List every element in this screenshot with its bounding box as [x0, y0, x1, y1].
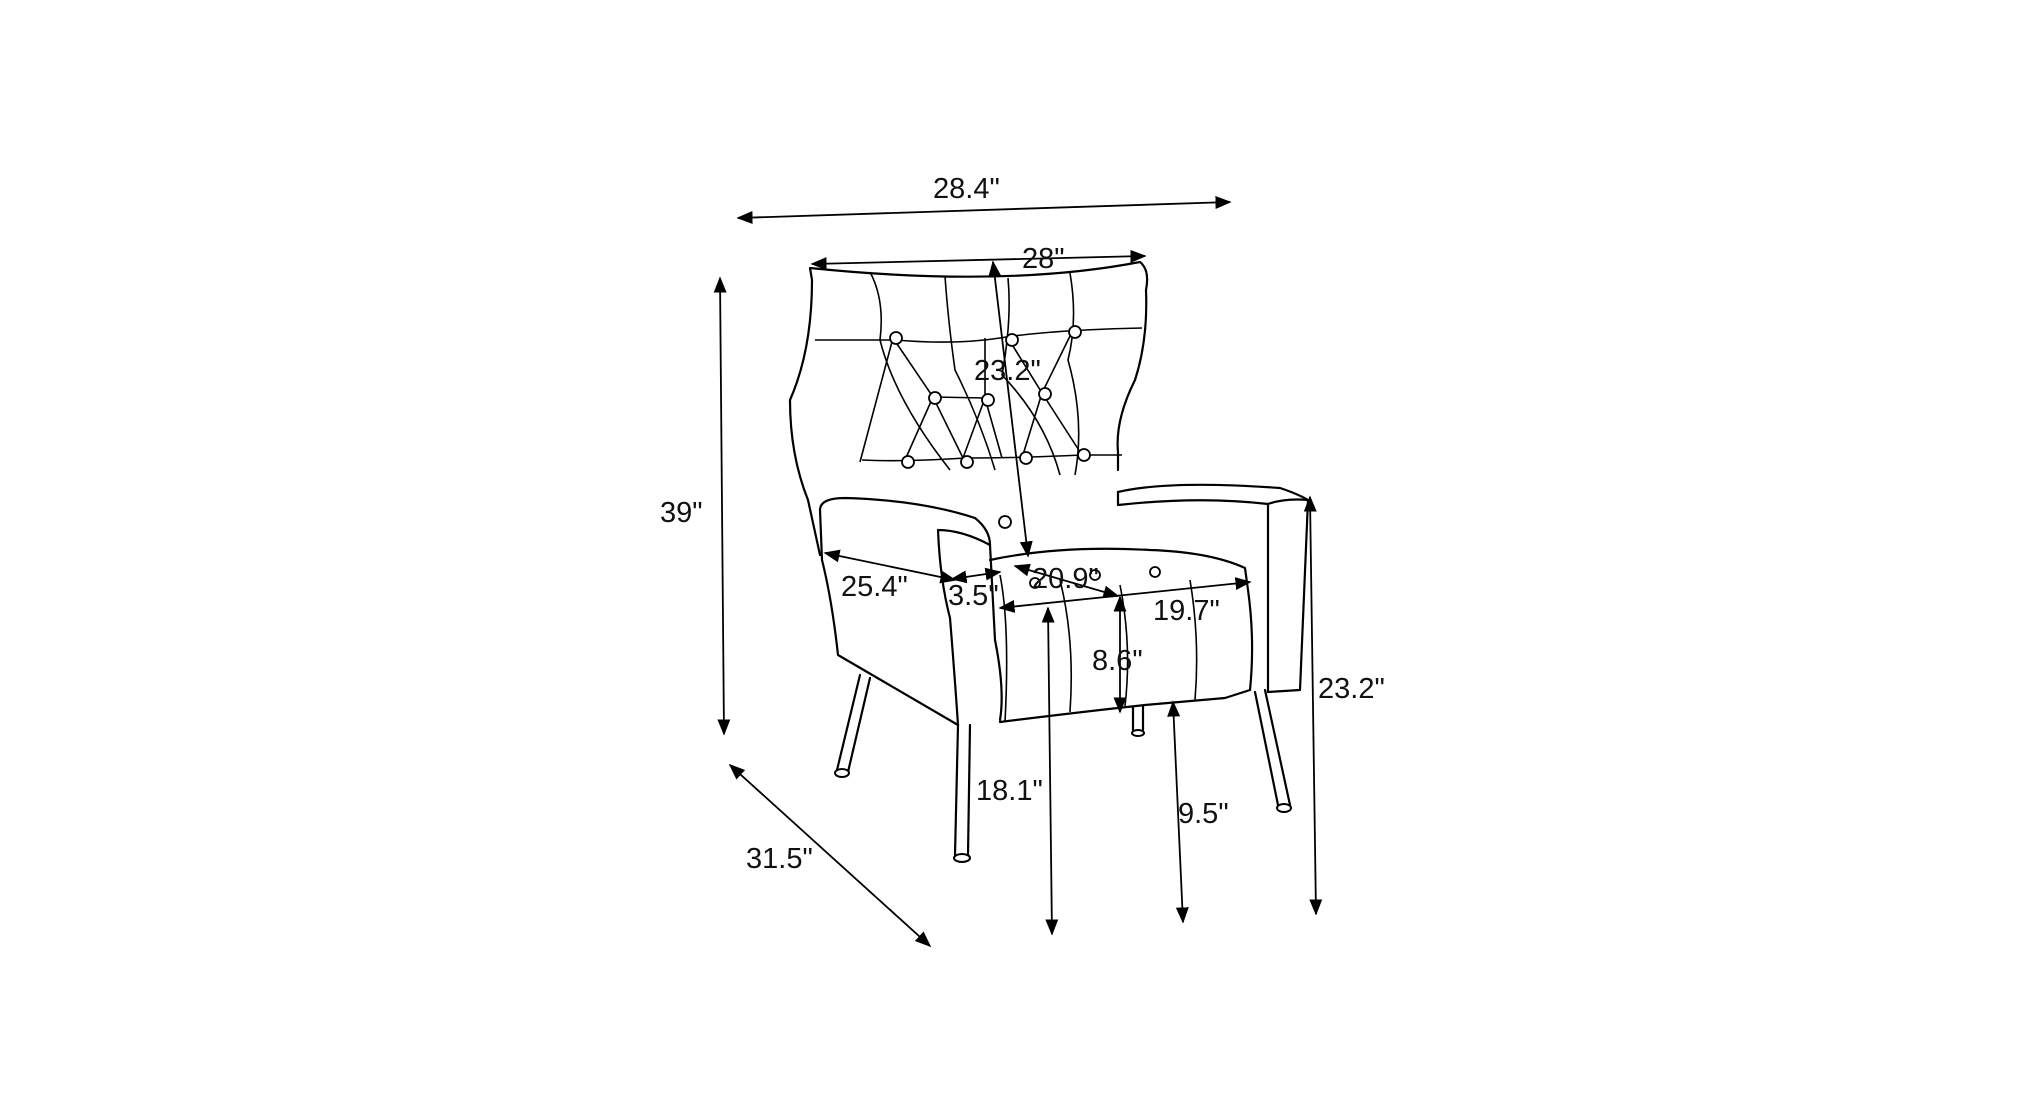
- seat-cushion: [988, 547, 1254, 724]
- backrest: [788, 260, 1149, 557]
- label-arm-height: 23.2": [1318, 673, 1385, 705]
- dim-arm-width-line: [950, 567, 1002, 584]
- label-seat-inner: 19.7": [1153, 595, 1220, 627]
- label-seat-depth: 25.4": [841, 571, 908, 603]
- front-left-leg: [953, 723, 972, 857]
- dim-seat-depth-line: [823, 549, 957, 584]
- rear-left-leg: [835, 673, 872, 774]
- dim-seat-inner-line: [998, 577, 1252, 613]
- dim-leg-height-line: [1167, 700, 1189, 924]
- label-back-height: 23.2": [974, 355, 1041, 387]
- label-overall-depth: 31.5": [746, 843, 813, 875]
- dim-seat-height-line: [1041, 606, 1059, 936]
- right-armrest: [1116, 483, 1310, 694]
- label-seat-height: 18.1": [976, 775, 1043, 807]
- rear-right-leg: [1131, 704, 1145, 732]
- label-seat-front: 20.9": [1032, 563, 1099, 595]
- label-back-width: 28": [1022, 243, 1065, 275]
- label-overall-width: 28.4": [933, 173, 1000, 205]
- label-leg-height: 9.5": [1178, 798, 1229, 830]
- dim-back-width-line: [810, 249, 1147, 271]
- dimension-lines: [713, 195, 1323, 948]
- dimension-labels: 28.4" 28" 23.2" 39" 25.4" 3.5" 20.9" 19.…: [660, 173, 1385, 875]
- dim-total-height-line: [713, 276, 731, 736]
- left-armrest: [818, 496, 1003, 722]
- label-cushion-height: 8.6": [1092, 645, 1143, 677]
- dim-overall-depth-line: [728, 763, 932, 948]
- label-total-height: 39": [660, 497, 703, 529]
- dim-overall-width-line: [736, 195, 1232, 225]
- dim-arm-height-line: [1303, 495, 1323, 916]
- label-arm-width: 3.5": [948, 580, 999, 612]
- front-right-leg: [1253, 688, 1292, 807]
- dim-back-height-line: [988, 260, 1033, 558]
